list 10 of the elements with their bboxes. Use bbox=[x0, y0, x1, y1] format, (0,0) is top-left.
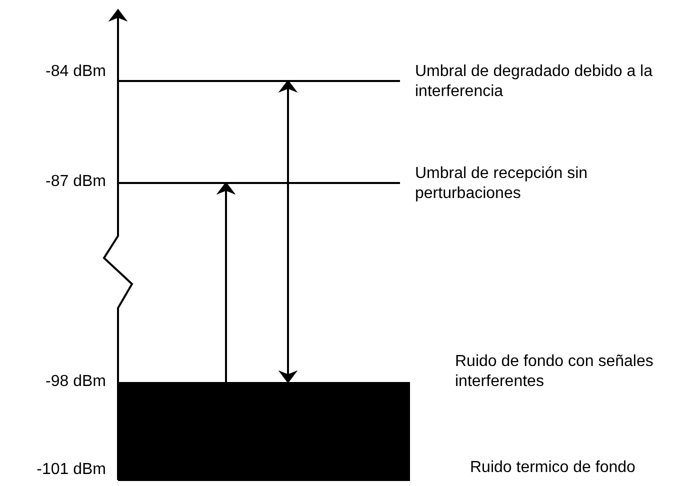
level-value: -101 dBm bbox=[36, 460, 106, 480]
level-value: -84 dBm bbox=[44, 62, 106, 82]
level-description: Umbral de recepción sin perturbaciones bbox=[415, 164, 589, 204]
level-description: Umbral de degradado debido a la interferencia bbox=[415, 62, 654, 102]
level-description: Ruido termico de fondo bbox=[470, 458, 636, 478]
arrow bbox=[216, 182, 236, 382]
level-value: -87 dBm bbox=[44, 172, 106, 192]
level-value: -98 dBm bbox=[44, 372, 106, 392]
arrow bbox=[278, 80, 298, 384]
level-description: Ruido de fondo con señales interferentes bbox=[455, 352, 654, 392]
